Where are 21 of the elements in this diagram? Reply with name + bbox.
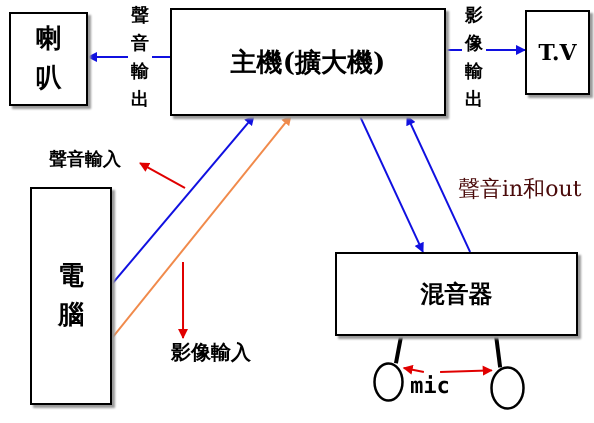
amplifier-box: 主機(擴大機) — [170, 8, 446, 116]
pointer-arrow — [402, 364, 424, 375]
arrow — [111, 115, 292, 339]
pointer-arrow — [440, 366, 493, 376]
computer-box: 電腦 — [30, 187, 112, 405]
mic-stand — [494, 336, 502, 368]
mixer-box: 混音器 — [335, 252, 578, 336]
arrow — [406, 115, 472, 252]
microphone-head — [373, 362, 404, 402]
microphone-head — [490, 366, 525, 410]
annotation-text: 聲音輸入 — [30, 147, 140, 171]
note-text: 聲音in和out — [458, 176, 582, 204]
arrow — [358, 116, 424, 253]
speaker-box: 喇叭 — [9, 12, 88, 106]
pointer-arrow — [178, 262, 188, 339]
annotation-text: 影像輸入 — [152, 338, 270, 366]
mic-stand — [394, 336, 404, 364]
pointer-arrow — [139, 162, 186, 189]
arrow — [111, 115, 255, 285]
tv-box: T.V — [525, 10, 590, 95]
mic-label: mic — [412, 372, 448, 400]
